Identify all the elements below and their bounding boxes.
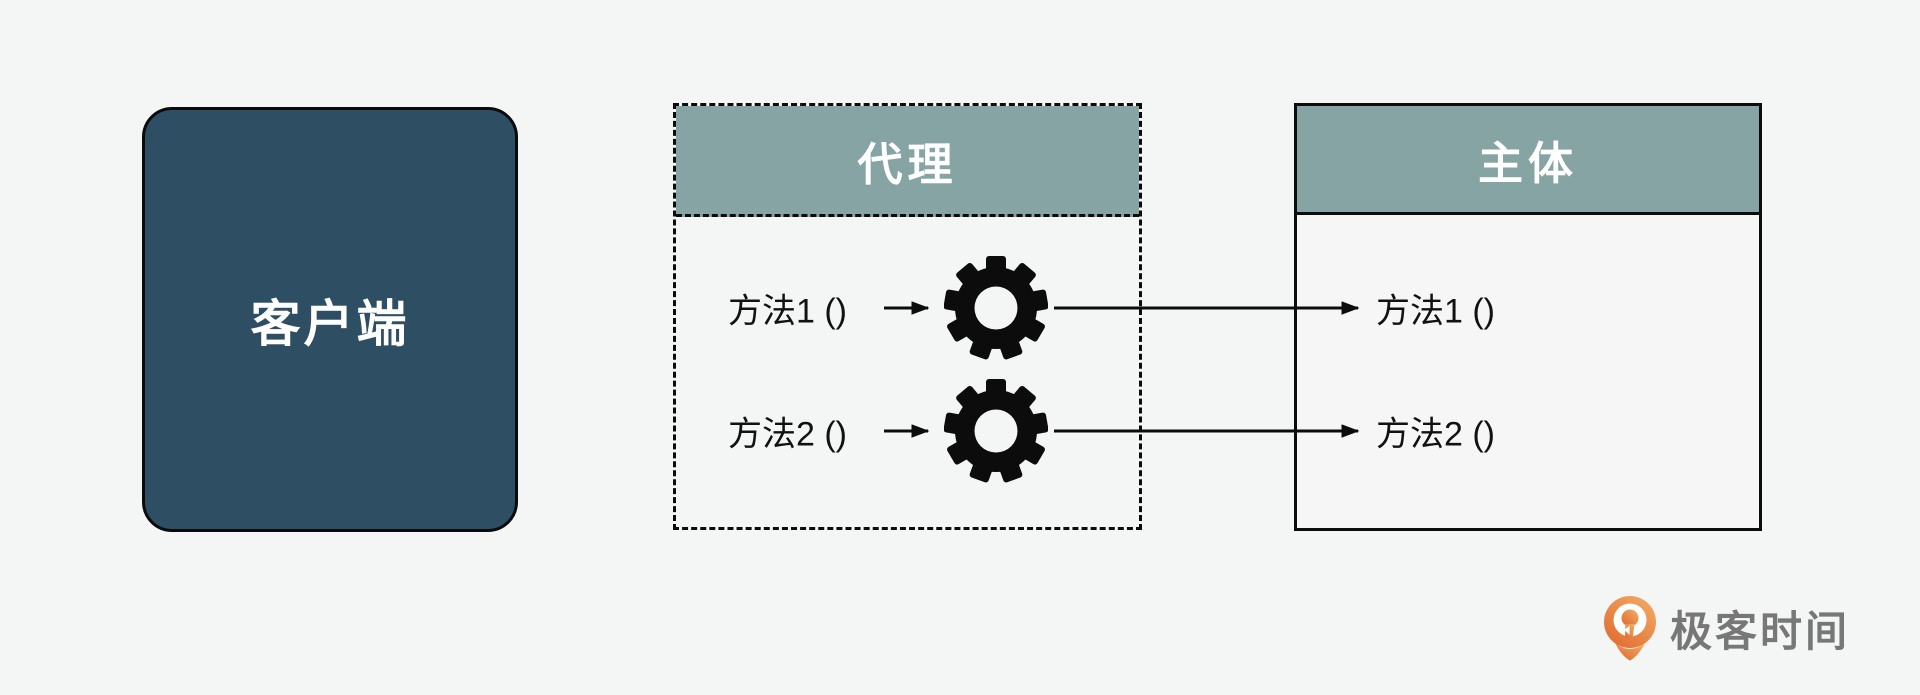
subject-method-2-label: 方法2 (): [1376, 415, 1495, 454]
subject-box: 主体: [1294, 103, 1762, 531]
client-box: 客户端: [142, 107, 518, 532]
gear-icon: [944, 379, 1048, 483]
geektime-pin-icon: [1604, 596, 1656, 661]
proxy-header: 代理: [676, 106, 1139, 217]
proxy-method-2-label: 方法2 (): [728, 415, 847, 454]
proxy-method-1-label: 方法1 (): [728, 292, 847, 331]
client-label: 客户端: [250, 295, 410, 352]
geektime-logo-text: 极客时间: [1670, 608, 1851, 655]
gear-icon: [944, 256, 1048, 360]
subject-title: 主体: [1477, 137, 1578, 189]
proxy-title: 代理: [857, 138, 958, 190]
proxy-box: 代理: [673, 103, 1142, 530]
subject-method-1-label: 方法1 (): [1376, 292, 1495, 331]
geektime-logo: 极客时间: [1600, 595, 1850, 662]
subject-header: 主体: [1297, 106, 1759, 215]
